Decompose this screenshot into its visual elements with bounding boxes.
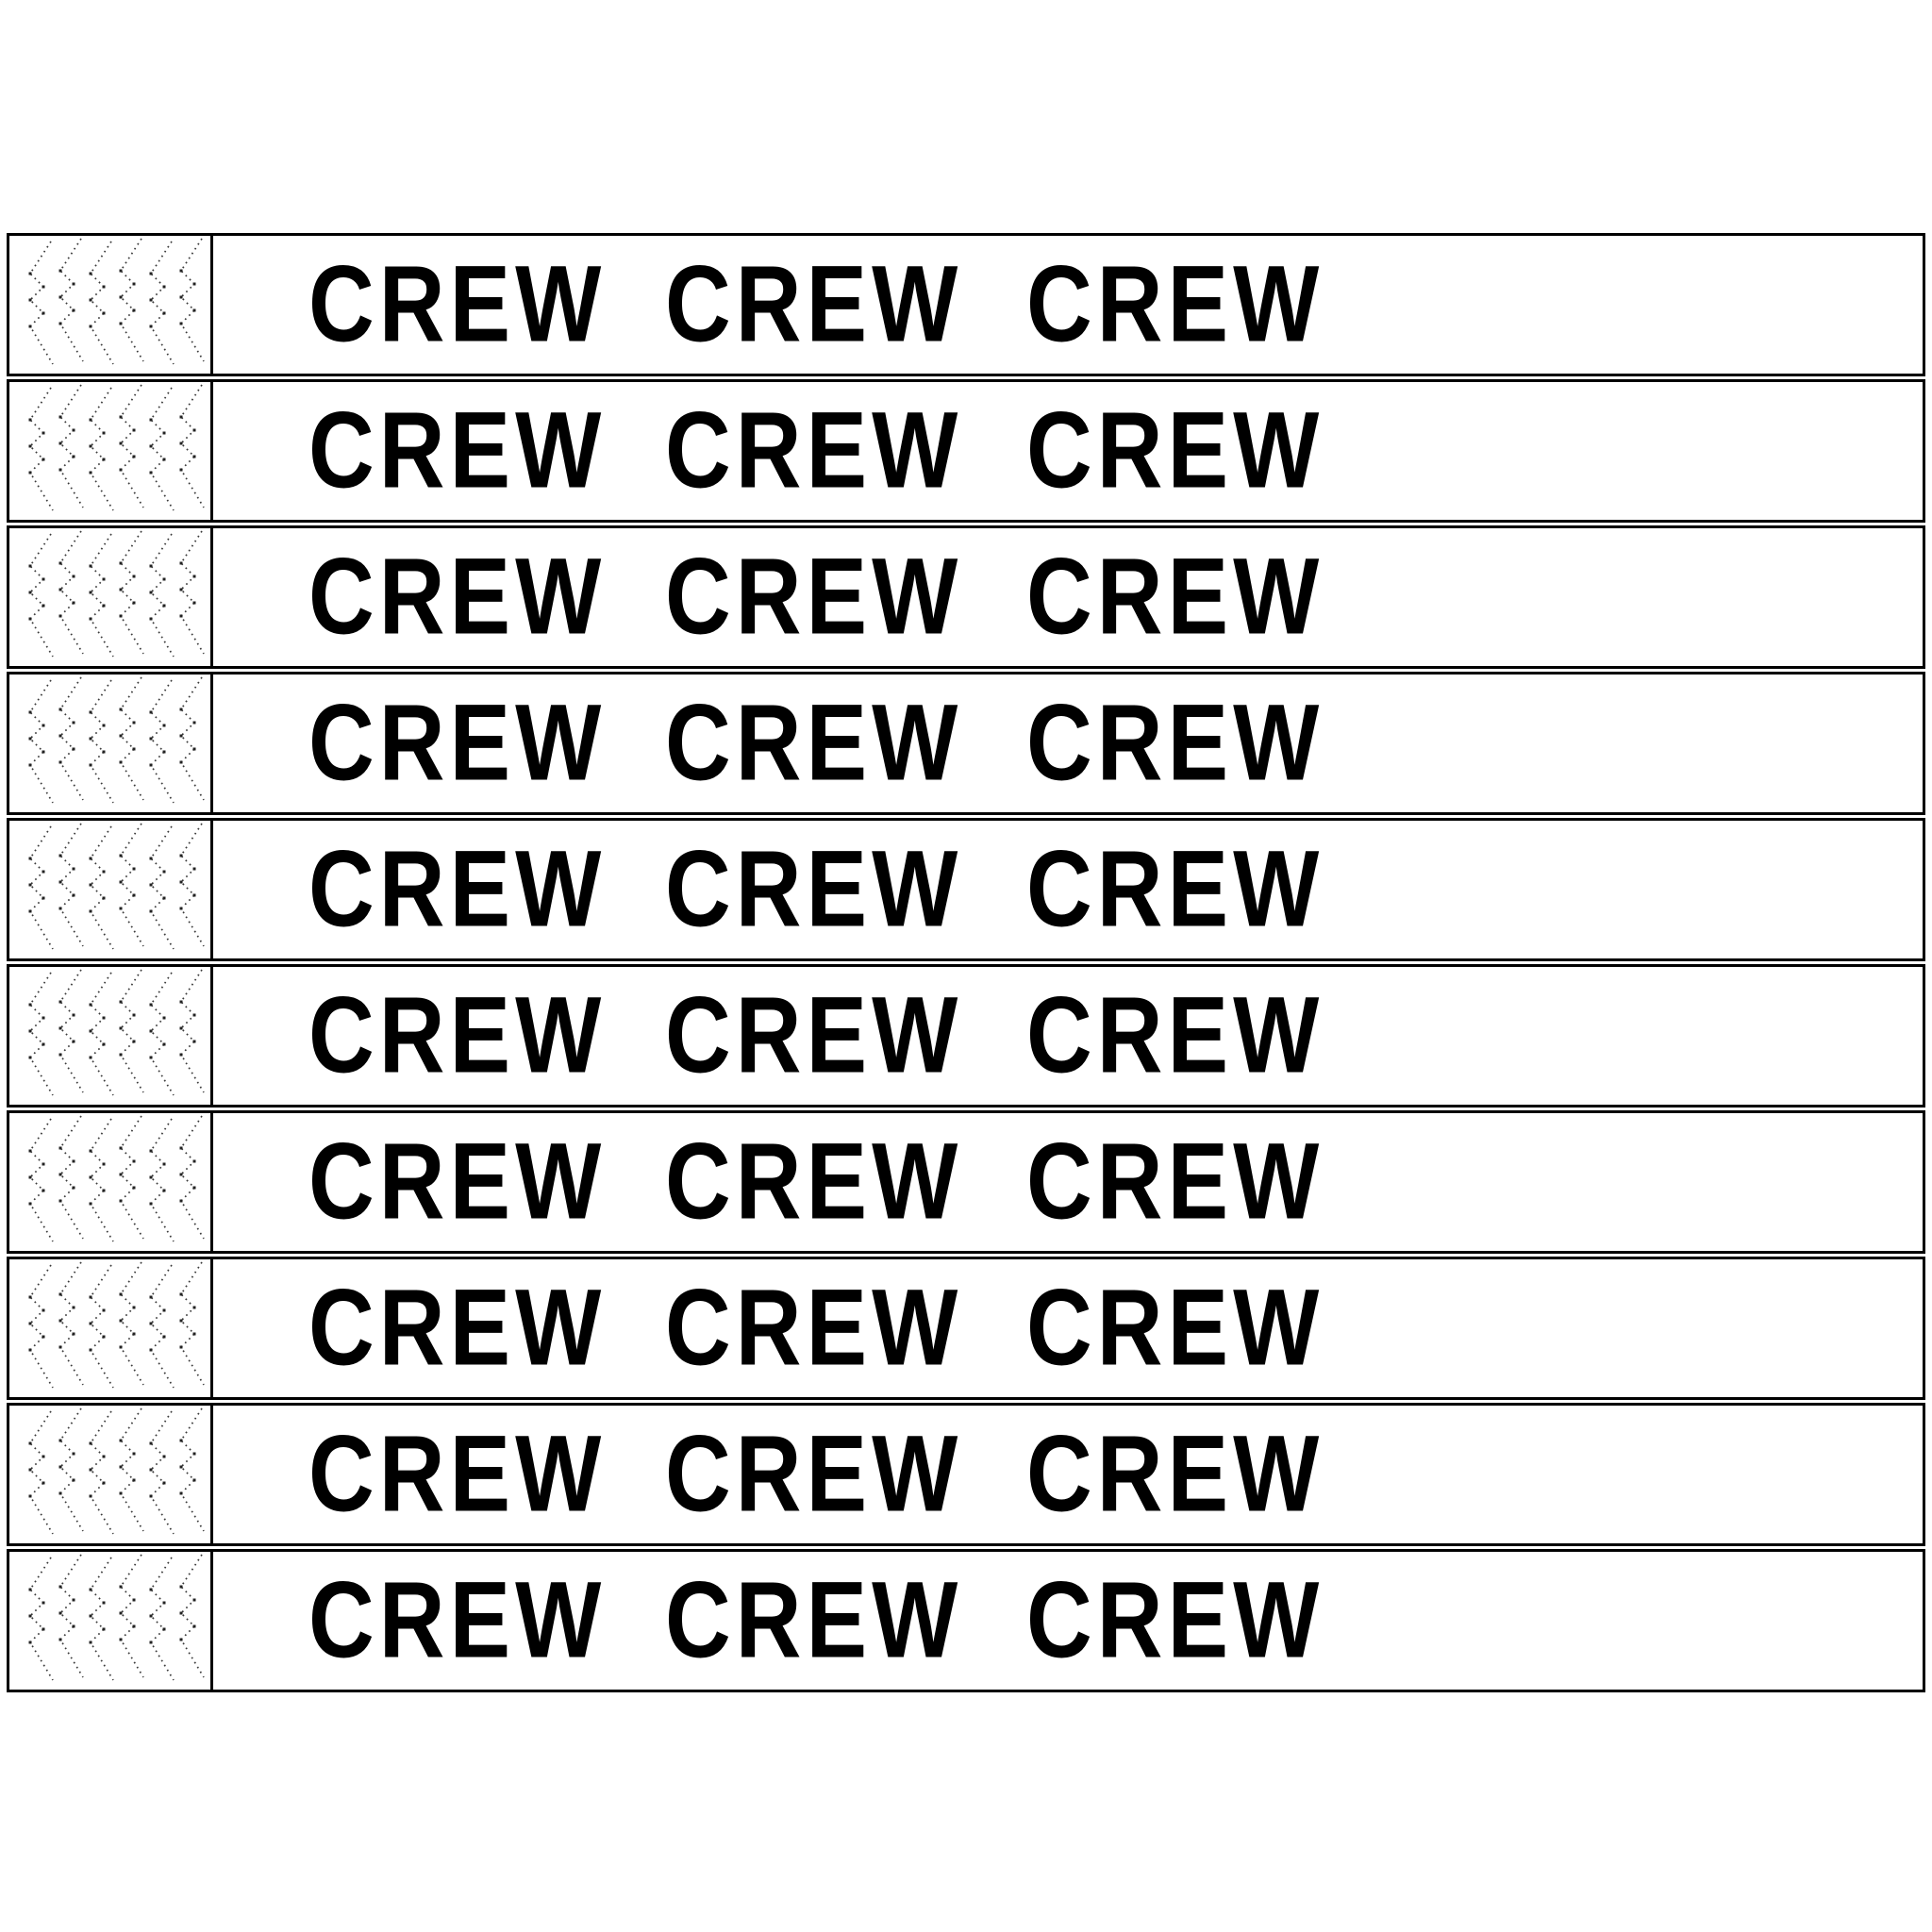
crew-label: CREW — [1026, 390, 1324, 511]
perforation-zigzag-icon — [9, 675, 210, 812]
crew-label: CREW — [665, 828, 963, 950]
perforation-zigzag-icon — [9, 1552, 210, 1690]
crew-label: CREW — [1026, 682, 1324, 804]
wristband: CREW CREW CREW — [7, 1403, 1925, 1546]
crew-label: CREW — [665, 682, 963, 804]
wristband: CREW CREW CREW — [7, 379, 1925, 523]
perforation-zigzag-icon — [9, 382, 210, 520]
wristband: CREW CREW CREW — [7, 1257, 1925, 1400]
wristband-label-area: CREW CREW CREW — [213, 1259, 1923, 1397]
crew-label: CREW — [308, 1559, 607, 1681]
crew-label: CREW — [1026, 1559, 1324, 1681]
wristband-stub — [9, 1406, 213, 1543]
wristband-stub — [9, 1113, 213, 1251]
crew-label: CREW — [308, 243, 607, 365]
crew-label: CREW — [665, 974, 963, 1096]
crew-label: CREW — [665, 536, 963, 658]
wristband: CREW CREW CREW — [7, 964, 1925, 1108]
crew-label: CREW — [1026, 1267, 1324, 1389]
crew-label: CREW — [308, 682, 607, 804]
wristband: CREW CREW CREW — [7, 1549, 1925, 1692]
perforation-zigzag-icon — [9, 821, 210, 958]
wristband-band-stack: CREW CREW CREW CREW CREW CREW CREW CREW — [7, 233, 1925, 1695]
crew-label: CREW — [1026, 974, 1324, 1096]
crew-label: CREW — [308, 974, 607, 1096]
wristband-stub — [9, 821, 213, 958]
wristband-stub — [9, 1259, 213, 1397]
wristband: CREW CREW CREW — [7, 525, 1925, 669]
perforation-zigzag-icon — [9, 967, 210, 1105]
crew-label: CREW — [665, 1121, 963, 1242]
wristband: CREW CREW CREW — [7, 1110, 1925, 1254]
crew-label: CREW — [1026, 536, 1324, 658]
wristband-stub — [9, 1552, 213, 1690]
crew-label: CREW — [308, 1267, 607, 1389]
crew-label: CREW — [665, 1267, 963, 1389]
wristband: CREW CREW CREW — [7, 233, 1925, 376]
crew-label: CREW — [308, 828, 607, 950]
crew-label: CREW — [308, 536, 607, 658]
wristband-stub — [9, 528, 213, 666]
wristband-label-area: CREW CREW CREW — [213, 236, 1923, 374]
crew-label: CREW — [665, 1559, 963, 1681]
perforation-zigzag-icon — [9, 1406, 210, 1543]
perforation-zigzag-icon — [9, 528, 210, 666]
wristband-stub — [9, 675, 213, 812]
wristband-label-area: CREW CREW CREW — [213, 528, 1923, 666]
wristband: CREW CREW CREW — [7, 672, 1925, 815]
crew-label: CREW — [1026, 243, 1324, 365]
crew-label: CREW — [308, 390, 607, 511]
perforation-zigzag-icon — [9, 1113, 210, 1251]
wristband-label-area: CREW CREW CREW — [213, 1406, 1923, 1543]
crew-label: CREW — [1026, 828, 1324, 950]
wristband-label-area: CREW CREW CREW — [213, 967, 1923, 1105]
wristband-stub — [9, 967, 213, 1105]
wristband-label-area: CREW CREW CREW — [213, 382, 1923, 520]
wristband-label-area: CREW CREW CREW — [213, 675, 1923, 812]
crew-label: CREW — [308, 1121, 607, 1242]
wristband-label-area: CREW CREW CREW — [213, 1113, 1923, 1251]
crew-label: CREW — [308, 1413, 607, 1535]
crew-label: CREW — [665, 390, 963, 511]
wristband-stub — [9, 382, 213, 520]
wristband: CREW CREW CREW — [7, 818, 1925, 961]
perforation-zigzag-icon — [9, 1259, 210, 1397]
crew-label: CREW — [665, 243, 963, 365]
crew-label: CREW — [1026, 1121, 1324, 1242]
wristband-label-area: CREW CREW CREW — [213, 1552, 1923, 1690]
crew-label: CREW — [1026, 1413, 1324, 1535]
wristband-stub — [9, 236, 213, 374]
perforation-zigzag-icon — [9, 236, 210, 374]
crew-label: CREW — [665, 1413, 963, 1535]
wristband-label-area: CREW CREW CREW — [213, 821, 1923, 958]
